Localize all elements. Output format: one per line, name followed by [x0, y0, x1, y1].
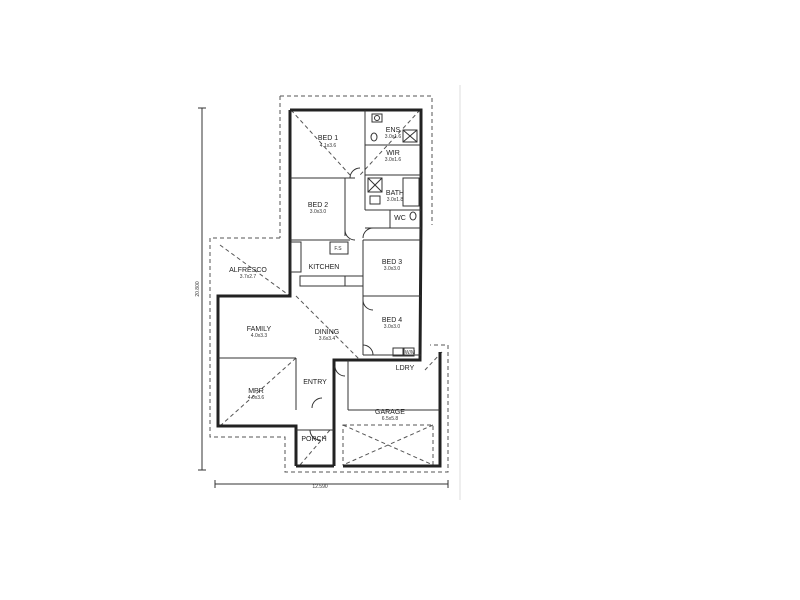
room-label-ens: ENS — [386, 127, 401, 134]
room-dim-ens: 3.0x1.6 — [385, 134, 402, 140]
laundry-fixtures — [392, 347, 415, 357]
room-label-wc: WC — [394, 215, 406, 222]
roof-outline — [209, 95, 449, 473]
room-label-dining: DINING — [315, 329, 340, 336]
external-walls — [216, 108, 442, 468]
room-label-bed-3: BED 3 — [382, 259, 402, 266]
fridge-space-label: F.S — [334, 246, 342, 252]
room-dim-dining: 3.6x3.4 — [319, 336, 336, 342]
internal-walls — [218, 110, 440, 431]
room-label-mpr: MPR — [248, 388, 264, 395]
room-dim-alfresco: 3.7x2.7 — [240, 274, 257, 280]
bath-fixtures — [367, 177, 420, 221]
room-label-entry: ENTRY — [303, 379, 327, 386]
room-label-porch: PORCH — [301, 436, 326, 443]
room-dim-family: 4.0x3.3 — [251, 333, 268, 339]
room-dim-bed-4: 3.0x3.0 — [384, 324, 401, 330]
overall-depth-label: 20.800 — [195, 281, 201, 297]
room-dim-mpr: 4.0x3.6 — [248, 395, 265, 401]
room-label-bed-4: BED 4 — [382, 317, 402, 324]
room-label-alfresco: ALFRESCO — [229, 267, 267, 274]
room-label-bed-1: BED 1 — [318, 135, 338, 142]
washing-machine-label: W/M — [405, 350, 415, 356]
room-dim-wir: 3.0x1.6 — [385, 157, 402, 163]
room-labels: BED 1 4.1x3.6 ENS 3.0x1.6 WIR 3.0x1.6 BE… — [229, 127, 414, 443]
room-dim-bed-3: 3.0x3.0 — [384, 266, 401, 272]
room-label-ldry: LDRY — [396, 365, 415, 372]
garage-slab — [342, 424, 434, 466]
ensuite-fixtures — [370, 113, 418, 143]
room-dim-bed-2: 3.0x3.0 — [310, 209, 327, 215]
room-label-garage: GARAGE — [375, 409, 405, 416]
kitchen-bench — [290, 241, 364, 287]
overall-width-label: 12.590 — [312, 484, 328, 490]
room-dim-garage: 6.5x5.8 — [382, 416, 399, 422]
room-label-wir: WIR — [386, 150, 400, 157]
room-label-bath: BATH — [386, 190, 404, 197]
room-label-family: FAMILY — [247, 326, 272, 333]
doors — [309, 167, 374, 441]
room-label-bed-2: BED 2 — [308, 202, 328, 209]
dimension-lines — [198, 107, 449, 488]
room-dim-bath: 3.0x1.8 — [387, 197, 404, 203]
room-label-kitchen: KITCHEN — [309, 264, 340, 271]
room-dim-bed-1: 4.1x3.6 — [320, 143, 337, 149]
